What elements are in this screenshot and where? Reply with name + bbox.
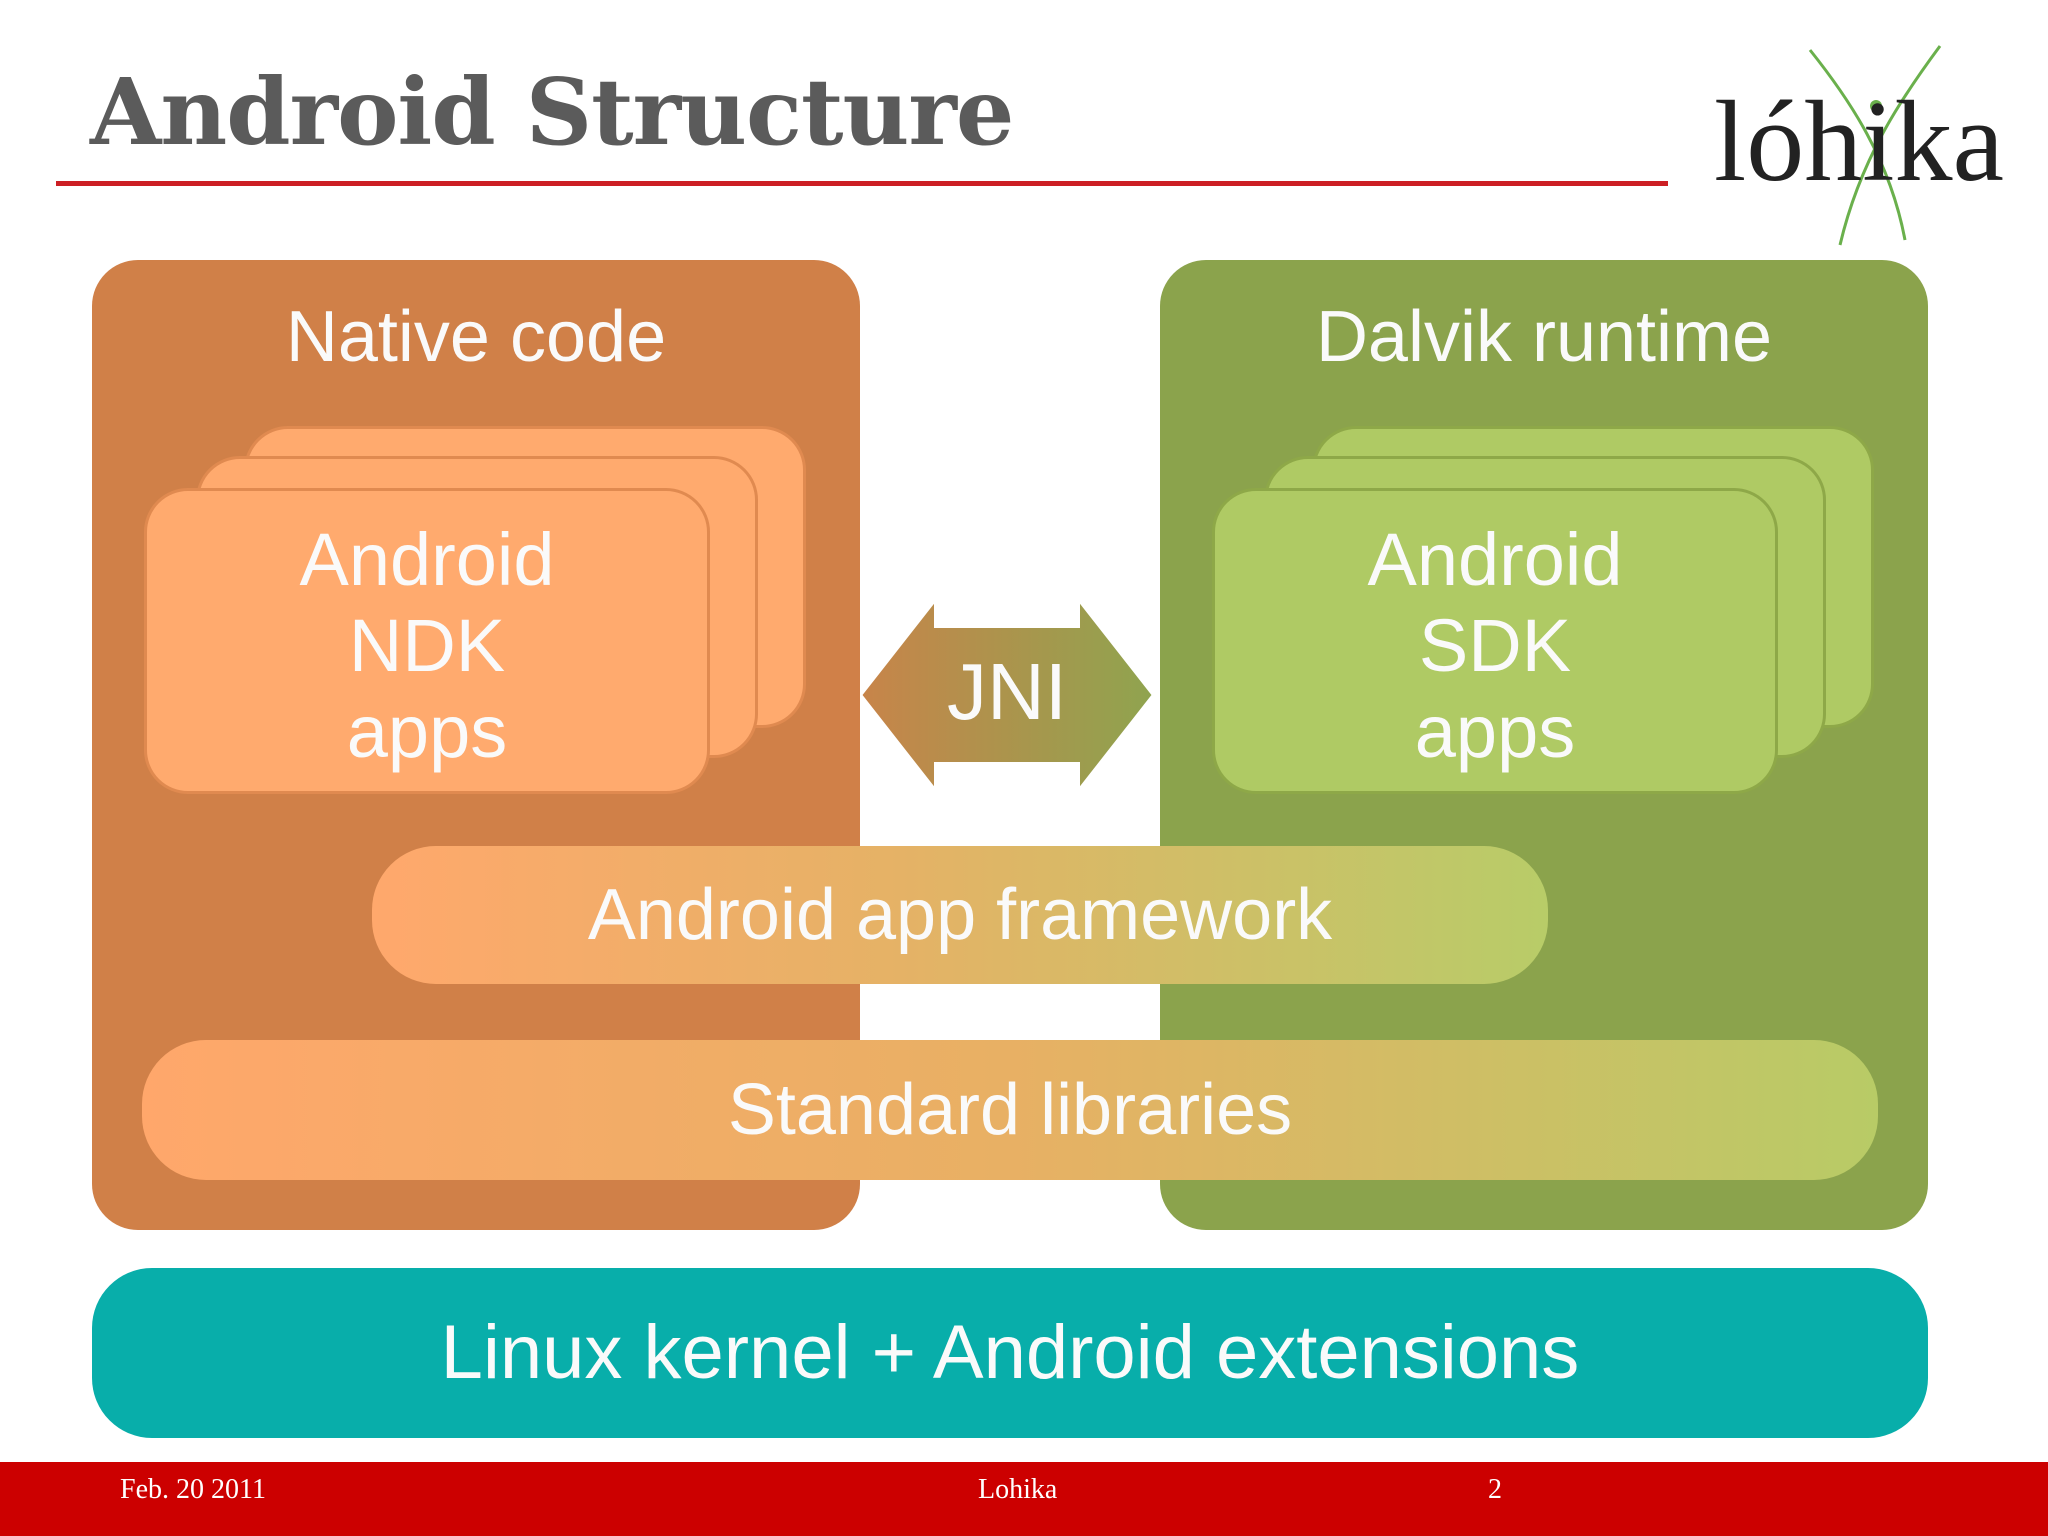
ndk-apps-label: Android NDK apps [147,517,707,775]
footer-date: Feb. 20 2011 [120,1474,266,1505]
sdk-apps-label: Android SDK apps [1215,517,1775,775]
ndk-apps-line-1: Android [299,518,555,601]
footer-company: Lohika [978,1474,1058,1505]
ndk-app-card-front: Android NDK apps [144,488,710,794]
sdk-app-card-front: Android SDK apps [1212,488,1778,794]
lohika-logo: lóhika [1700,40,2020,250]
ndk-apps-line-2: NDK [348,604,506,687]
sdk-apps-line-1: Android [1367,518,1623,601]
jni-bridge: JNI [857,592,1157,798]
linux-kernel-bar: Linux kernel + Android extensions [92,1268,1928,1438]
sdk-apps-line-2: SDK [1418,604,1572,687]
sdk-apps-line-3: apps [1414,690,1576,773]
dalvik-runtime-title: Dalvik runtime [1315,297,1773,377]
jni-label: JNI [947,647,1067,736]
logo-wordmark: lóhika [1714,78,2004,206]
standard-libraries-bar: Standard libraries [142,1040,1878,1180]
ndk-apps-line-3: apps [346,690,508,773]
native-code-title: Native code [285,297,667,377]
android-app-framework-bar: Android app framework [372,846,1548,984]
slide-title: Android Structure [90,58,1014,166]
title-underline [56,181,1668,186]
slide-footer: Feb. 20 2011 Lohika 2 [0,1462,2048,1536]
footer-page-number: 2 [1488,1474,1502,1505]
logo-orbit-icon [1808,45,1942,246]
